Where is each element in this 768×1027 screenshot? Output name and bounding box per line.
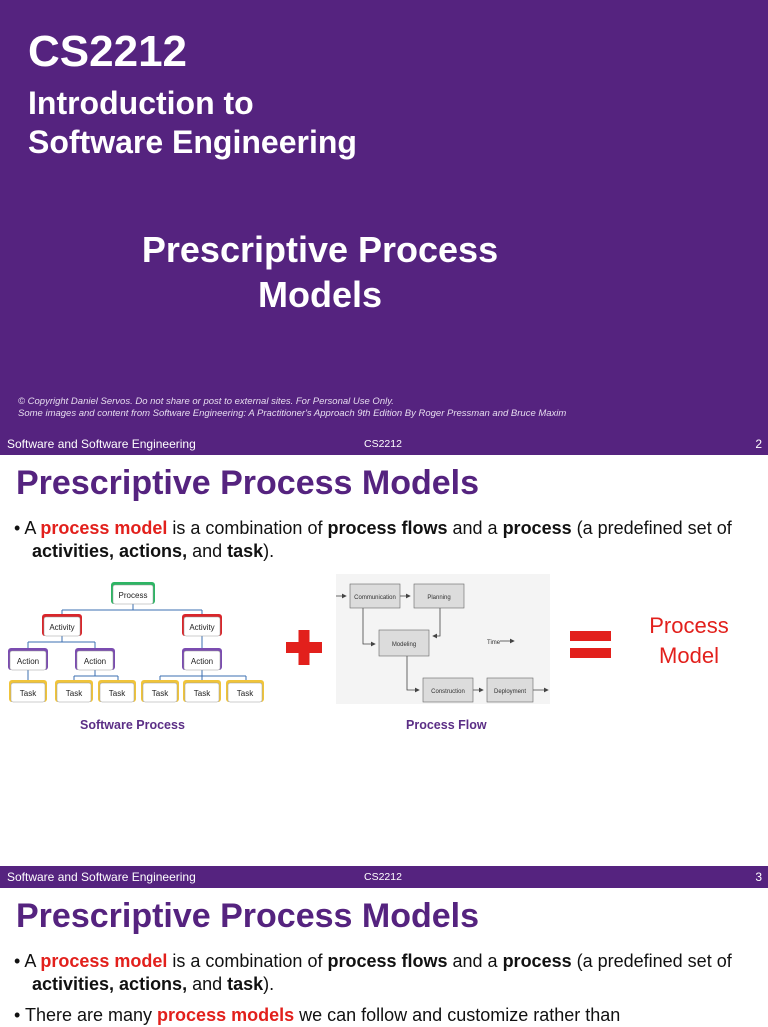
action-label: Action <box>17 657 39 666</box>
process-flow-diagram: Communication Planning Modeling Time Con… <box>336 574 550 704</box>
modeling-box: Modeling <box>378 629 430 657</box>
activity-label: Activity <box>189 623 214 632</box>
plus-icon <box>286 630 322 665</box>
time-label: Time <box>487 640 501 646</box>
course-title: Introduction to Software Engineering <box>28 84 357 162</box>
deployment-box: Deployment <box>486 677 534 703</box>
action-node: Action <box>182 648 222 671</box>
communication-box: Communication <box>349 583 401 609</box>
action-label: Action <box>84 657 106 666</box>
action-node: Action <box>8 648 48 671</box>
process-model-result: Process Model <box>630 611 748 671</box>
task-label: Task <box>20 689 37 698</box>
course-title-line1: Introduction to <box>28 85 254 121</box>
bullet-many-models: • There are many process models we can f… <box>14 1005 621 1025</box>
task-node: Task <box>9 680 47 703</box>
activity-node: Activity <box>182 614 222 637</box>
task-label: Task <box>152 689 169 698</box>
software-process-caption: Software Process <box>80 718 185 732</box>
footer-section: Software and Software Engineering <box>7 870 196 884</box>
construction-box: Construction <box>422 677 474 703</box>
result-line2: Model <box>659 643 719 668</box>
task-node: Task <box>183 680 221 703</box>
action-label: Action <box>191 657 213 666</box>
task-node: Task <box>55 680 93 703</box>
course-code: CS2212 <box>28 27 188 76</box>
action-node: Action <box>75 648 115 671</box>
footer-course: CS2212 <box>364 438 402 450</box>
deployment-label: Deployment <box>494 689 526 695</box>
task-label: Task <box>194 689 211 698</box>
course-title-line2: Software Engineering <box>28 124 357 160</box>
task-node: Task <box>141 680 179 703</box>
result-line1: Process <box>649 613 729 638</box>
process-model-diagram: Process Activity Activity Action Action … <box>8 574 611 704</box>
bullet-process-model: • A process model is a combination of pr… <box>14 951 732 994</box>
planning-box: Planning <box>413 583 465 609</box>
topic-title: Prescriptive Process Models <box>0 227 640 317</box>
page-number: 2 <box>755 437 762 451</box>
topic-title-line2: Models <box>257 274 382 315</box>
activity-label: Activity <box>49 623 74 632</box>
title-slide: CS2212 Introduction to Software Engineer… <box>0 0 768 433</box>
process-node: Process <box>111 582 155 605</box>
bullet-process-model: • A process model is a combination of pr… <box>14 518 732 561</box>
modeling-label: Modeling <box>392 642 416 648</box>
process-node-label: Process <box>119 591 148 600</box>
planning-label: Planning <box>427 595 450 601</box>
construction-label: Construction <box>431 689 465 695</box>
page-number: 3 <box>755 870 762 884</box>
footer-course: CS2212 <box>364 871 402 883</box>
copyright-line2: Some images and content from Software En… <box>18 408 567 419</box>
task-node: Task <box>226 680 264 703</box>
activity-node: Activity <box>42 614 82 637</box>
copyright-line1: © Copyright Daniel Servos. Do not share … <box>18 396 394 407</box>
slide-footer: Software and Software Engineering CS2212… <box>0 866 768 888</box>
slide-title: Prescriptive Process Models <box>16 897 480 935</box>
copyright-notice: © Copyright Daniel Servos. Do not share … <box>18 396 566 420</box>
task-label: Task <box>66 689 83 698</box>
communication-label: Communication <box>354 595 396 601</box>
slide-footer: Software and Software Engineering CS2212… <box>0 433 768 455</box>
topic-title-line1: Prescriptive Process <box>141 229 499 270</box>
task-node: Task <box>98 680 136 703</box>
footer-section: Software and Software Engineering <box>7 437 196 451</box>
equals-icon <box>570 631 611 658</box>
slide-title: Prescriptive Process Models <box>16 464 480 502</box>
task-label: Task <box>109 689 126 698</box>
task-label: Task <box>237 689 254 698</box>
hierarchy-connectors <box>27 604 247 682</box>
process-flow-caption: Process Flow <box>406 718 487 732</box>
